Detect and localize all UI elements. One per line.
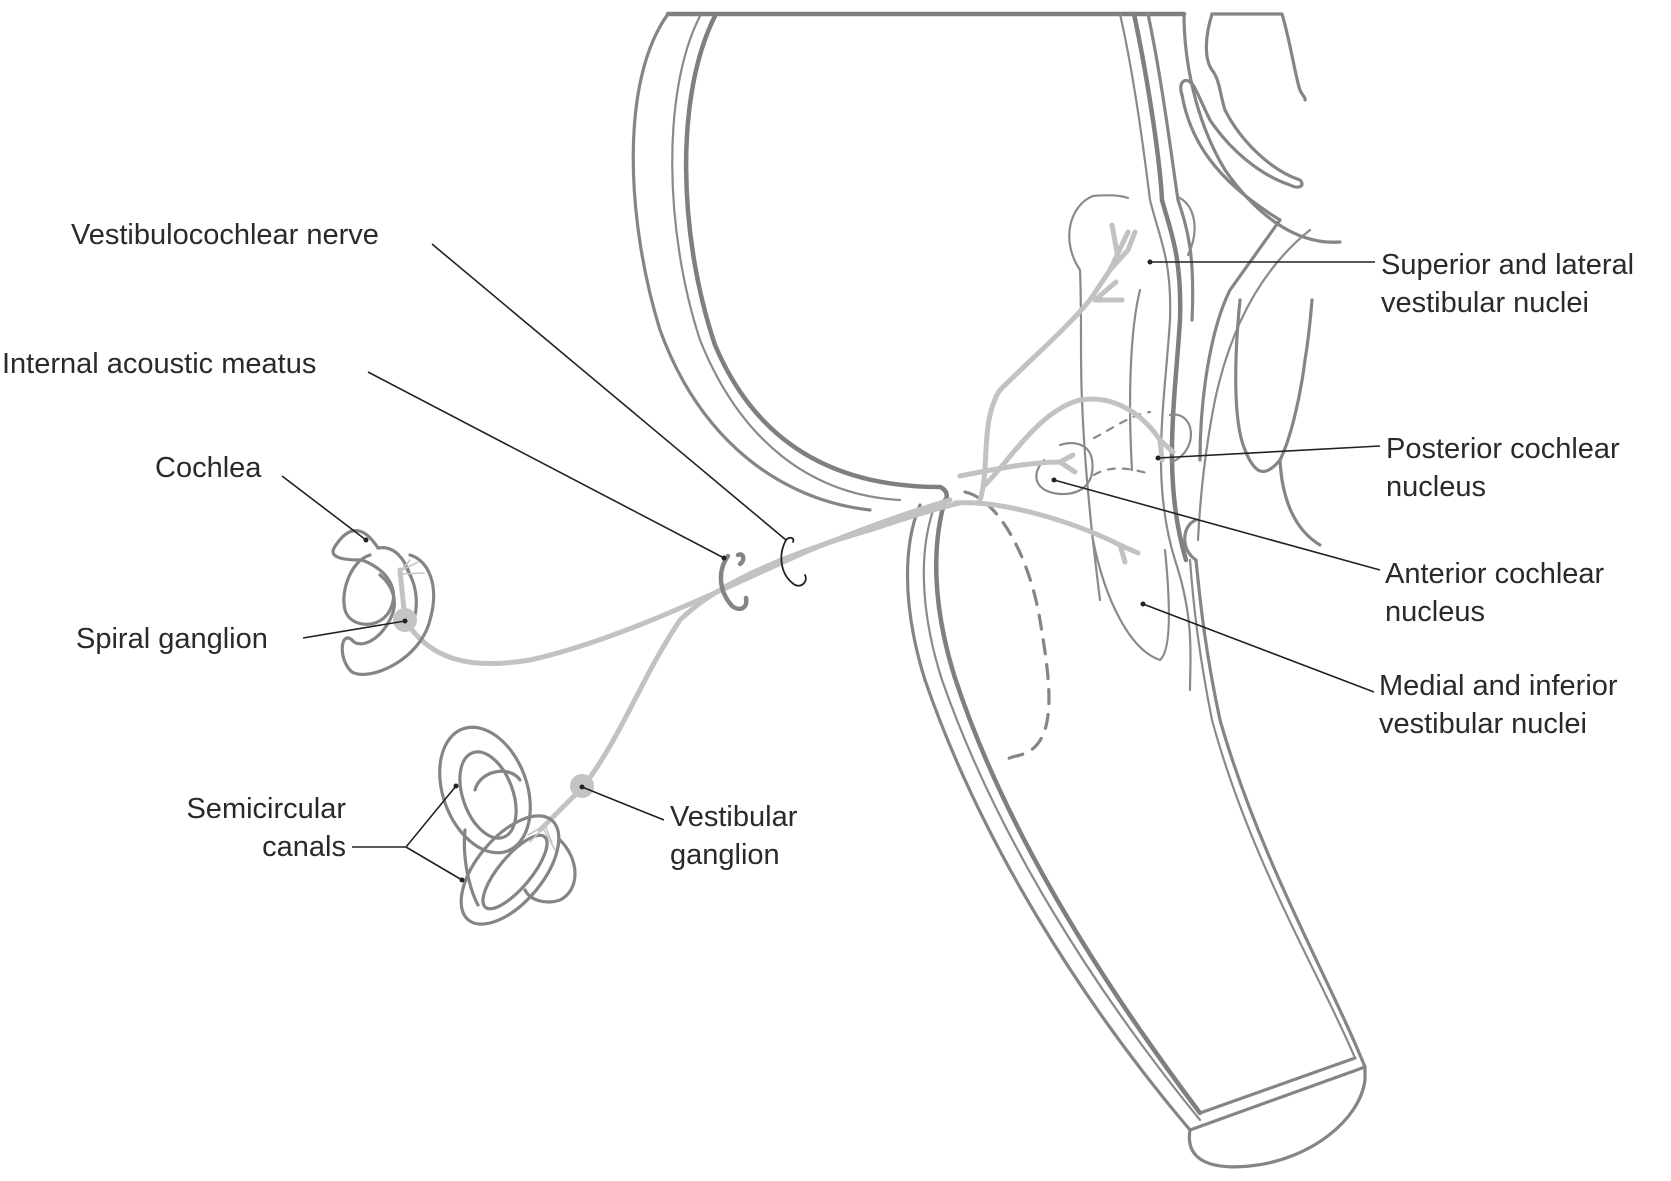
leader-dot — [453, 783, 459, 789]
semicircular-canals — [438, 725, 577, 926]
label-superior-lateral-vestibular-nuclei-line1: Superior and lateral — [1381, 249, 1634, 281]
brainstem-outline — [905, 11, 1367, 1169]
leader-dot — [1140, 601, 1146, 607]
label-vestibular-ganglion-line1: Vestibular — [670, 801, 798, 833]
label-medial-inferior-vestibular-nuclei-line1: Medial and inferior — [1379, 670, 1618, 702]
leader-semicircular-canals — [352, 785, 457, 848]
cochlea — [331, 528, 436, 676]
vestibular-nuclei-outline — [1068, 194, 1196, 662]
label-cochlea: Cochlea — [155, 452, 262, 484]
label-superior-lateral-vestibular-nuclei-line2: vestibular nuclei — [1381, 287, 1589, 319]
cerebellum-outline — [631, 11, 1187, 512]
leader-dot — [459, 877, 465, 883]
leader-medial-inferior-vestibular-nuclei — [1142, 603, 1375, 693]
internal-acoustic-meatus-ring-back — [735, 552, 746, 567]
leader-posterior-cochlear-nucleus — [1157, 445, 1381, 459]
dashed-region-outline — [963, 490, 1051, 761]
label-vestibulocochlear-nerve: Vestibulocochlear nerve — [71, 219, 379, 251]
label-posterior-cochlear-nucleus-line2: nucleus — [1386, 471, 1486, 503]
leader-cochlea — [281, 475, 367, 541]
label-medial-inferior-vestibular-nuclei-line2: vestibular nuclei — [1379, 708, 1587, 740]
internal-acoustic-meatus-ring — [718, 553, 749, 611]
vestibulocochlear-nerve-ring — [780, 539, 807, 587]
leader-dot — [1147, 259, 1153, 265]
leader-lines — [281, 243, 1381, 883]
leader-internal-acoustic-meatus — [367, 371, 725, 559]
label-semicircular-canals-line1: Semicircular — [186, 793, 346, 825]
leader-vestibular-ganglion — [581, 786, 665, 821]
vestibulocochlear-nerve-ring-back — [785, 536, 795, 543]
leader-dot — [363, 537, 369, 543]
label-anterior-cochlear-nucleus-line1: Anterior cochlear — [1385, 558, 1605, 590]
leader-spiral-ganglion — [302, 620, 406, 639]
leader-vestibulocochlear-nerve — [431, 243, 787, 541]
leader-dot — [1155, 455, 1161, 461]
leader-dot — [579, 784, 585, 790]
label-spiral-ganglion: Spiral ganglion — [76, 623, 268, 655]
leader-dot — [1051, 477, 1057, 483]
label-vestibular-ganglion-line2: ganglion — [670, 839, 780, 871]
leader-dot — [402, 618, 408, 624]
label-anterior-cochlear-nucleus-line2: nucleus — [1385, 596, 1485, 628]
label-semicircular-canals-line2: canals — [262, 831, 346, 863]
labels: Vestibulocochlear nerve Internal acousti… — [2, 219, 1634, 871]
nerve-fibers — [402, 222, 1176, 833]
label-internal-acoustic-meatus: Internal acoustic meatus — [2, 348, 316, 380]
leader-semicircular-canals-lower — [405, 846, 463, 881]
fourth-ventricle-outline — [1179, 12, 1322, 562]
leader-anterior-cochlear-nucleus — [1053, 479, 1381, 571]
label-posterior-cochlear-nucleus-line1: Posterior cochlear — [1386, 433, 1620, 465]
leader-dot — [721, 555, 727, 561]
